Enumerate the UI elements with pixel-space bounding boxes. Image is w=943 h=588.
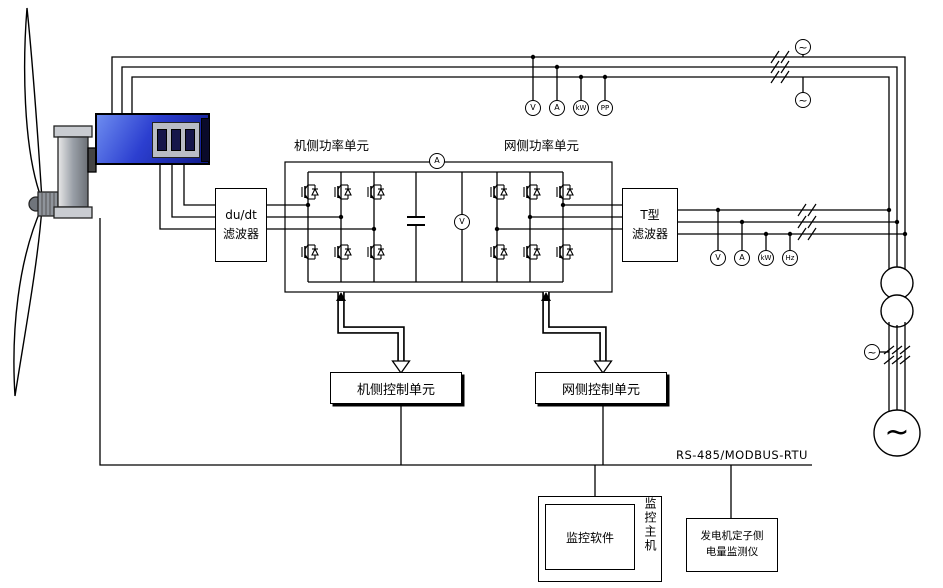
dc-link-capacitor [407,172,425,282]
grid-control-unit-label: 网侧控制单元 [561,382,640,398]
dc-voltmeter-icon: V [454,214,470,230]
gridside-ammeter-icon: A [734,250,750,266]
display-digit [185,129,195,151]
machine-control-unit-box: 机侧控制单元 [330,372,462,404]
t-filter-label-2: 滤波器 [631,227,668,241]
dudt-filter-label-2: 滤波器 [222,227,259,241]
gridside-kw-meter-icon: kW [758,250,774,266]
dudt-filter-label-1: du/dt [225,207,257,222]
rs485-bus-label: RS-485/MODBUS-RTU [676,448,808,462]
grid-control-unit-box: 网侧控制单元 [535,372,667,404]
stator-meter-box: 发电机定子侧 电量监测仪 [686,518,778,572]
generator-terminal-block [201,118,210,162]
machine-power-unit-label: 机侧功率单元 [294,138,370,153]
wind-turbine-rotor [13,7,97,397]
stator-meter-label-2: 电量监测仪 [705,546,759,558]
stator-ammeter-icon: A [549,100,565,116]
gridside-hz-meter-icon: Hz [782,250,798,266]
display-digit [171,129,181,151]
ac-symbol-icon: ~ [864,344,880,360]
grid-power-unit-label: 网侧功率单元 [504,138,580,153]
ac-grid-source-label: ~ [884,415,910,450]
grid-drop-lines [888,322,906,412]
monitor-software-label: 监控软件 [565,530,614,545]
junction-dots-converter [305,202,566,232]
t-filter-label-1: T型 [640,207,660,222]
grid-side-three-phase-lines [678,209,905,235]
stator-voltmeter-icon: V [525,100,541,116]
machine-feed-lines [159,165,215,230]
stator-kw-meter-icon: kW [573,100,589,116]
stator-meter-label-1: 发电机定子侧 [700,530,764,543]
generator-unit [95,113,210,165]
dudt-filter-box: du/dt 滤波器 [215,188,267,262]
monitor-host-box: 监控软件 监控主机 [538,496,662,582]
control-signal-arrows [336,292,613,375]
transformer [880,266,914,328]
monitor-software-box: 监控软件 [545,504,635,570]
ac-symbol-icon: ~ [795,39,811,55]
rs485-bus-lines [99,218,812,518]
machine-control-unit-label: 机侧控制单元 [356,382,435,398]
stator-pf-meter-icon: PP [597,100,613,116]
ac-symbol-icon: ~ [795,92,811,108]
ac-grid-source-symbol [873,409,921,457]
dc-ammeter-icon: A [429,153,445,169]
power-converter [267,161,622,293]
gridside-voltmeter-icon: V [710,250,726,266]
meter-tap-lines [530,50,908,353]
generator-display-panel [152,122,200,158]
t-filter-box: T型 滤波器 [622,188,678,262]
display-digit [157,129,167,151]
stator-three-phase-lines [111,56,906,272]
monitor-host-label: 监控主机 [643,497,657,553]
